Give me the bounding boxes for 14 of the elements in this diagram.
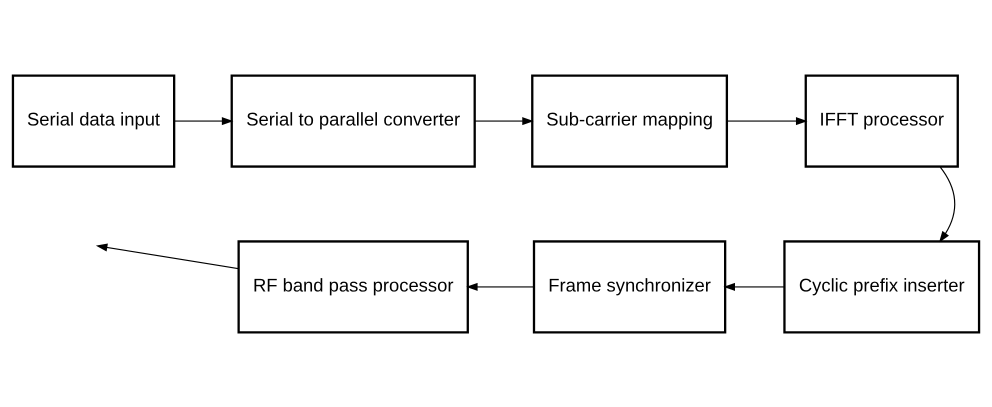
arrow: [174, 116, 234, 125]
node-box: Frame synchronizer: [532, 240, 726, 334]
arrow: [939, 166, 956, 242]
node-box: Sub-carrier mapping: [531, 74, 728, 168]
arrow: [466, 282, 534, 290]
node-box: RF band pass processor: [237, 240, 469, 334]
arrow: [474, 116, 534, 125]
arrow: [726, 116, 808, 125]
node-box: Serial data input: [12, 74, 176, 168]
node-box: Cyclic prefix inserter: [783, 240, 980, 334]
arrow: [96, 243, 239, 269]
node-box: Serial to parallel converter: [230, 74, 476, 168]
arrow: [723, 282, 784, 290]
node-box: IFFT processor: [804, 74, 959, 168]
